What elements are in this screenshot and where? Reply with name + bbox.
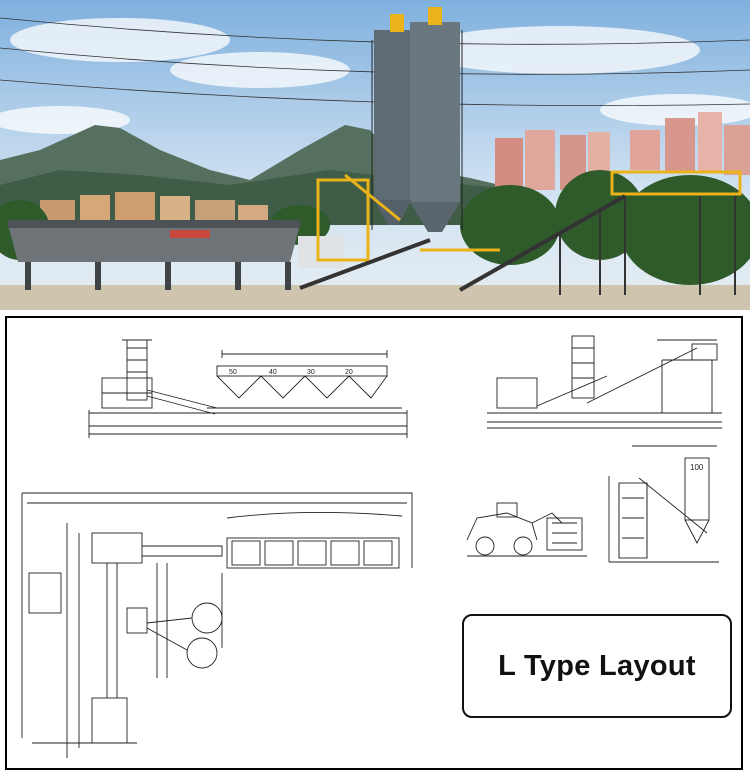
- bin-label-4: 20: [345, 369, 353, 376]
- bin-label-1: 50: [229, 369, 237, 376]
- buildings-left: [40, 192, 268, 222]
- conveyors: [299, 194, 626, 292]
- aggregate-bins: [8, 220, 300, 290]
- plant-photo-illustration: [0, 0, 750, 310]
- plant-photo: [0, 0, 750, 310]
- layout-drawing-frame: 50 40 30 20: [5, 316, 743, 770]
- technical-drawings: 50 40 30 20: [21, 335, 722, 758]
- silo-side-drawing: [608, 445, 719, 563]
- ground: [0, 285, 750, 310]
- bin-label-2: 40: [269, 369, 277, 376]
- loader-drawing: [466, 502, 587, 557]
- plan-view-drawing: [21, 492, 413, 758]
- front-elevation-drawing: [487, 335, 722, 429]
- control-room: [298, 236, 344, 268]
- cement-silos: [371, 7, 463, 232]
- bin-label-3: 30: [307, 369, 315, 376]
- buildings-right: [495, 112, 750, 190]
- support-structure: [559, 196, 736, 295]
- caption-box: L Type Layout: [462, 614, 732, 718]
- mixing-tower: [316, 170, 742, 262]
- layout-caption: L Type Layout: [498, 649, 696, 682]
- silo-capacity-label: 100: [690, 463, 704, 472]
- side-elevation-drawing: [88, 339, 408, 438]
